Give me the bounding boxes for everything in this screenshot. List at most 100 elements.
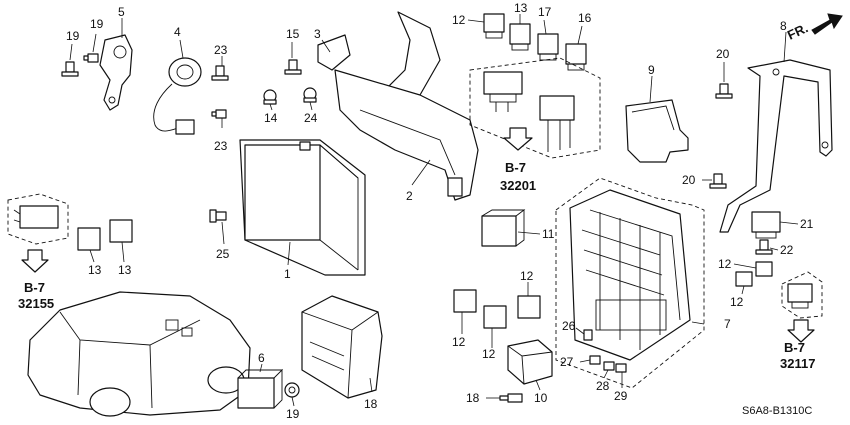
callout-3: 3: [314, 27, 321, 41]
callout-9: 9: [648, 63, 655, 77]
fuse-part-27[interactable]: [589, 355, 601, 365]
connector-group-32201[interactable]: [483, 71, 575, 152]
screw-part-19a[interactable]: [61, 61, 79, 77]
control-unit-part-10[interactable]: [507, 339, 553, 385]
callout-12: 12: [452, 335, 466, 349]
callout-28: 28: [596, 379, 610, 393]
relay-part-15[interactable]: [537, 33, 559, 61]
arrow-down-icon: [21, 249, 49, 273]
connector-group-outline-right: [781, 271, 823, 319]
relay-bracket-part-30[interactable]: [751, 211, 781, 239]
relay-part-13-left-a[interactable]: [77, 227, 101, 251]
fuse-part-26[interactable]: [583, 329, 593, 341]
svg-text:32155: 32155: [18, 296, 54, 311]
relay-part-12-top[interactable]: [483, 13, 505, 39]
relay-part-12-mid-c[interactable]: [517, 295, 541, 319]
screw-part-23a[interactable]: [211, 65, 229, 81]
screw-part-31[interactable]: [755, 239, 773, 255]
callout-15: 17: [538, 5, 552, 19]
callout-4: 4: [174, 25, 181, 39]
callout-23: 23: [214, 139, 228, 153]
callout-2: 2: [406, 189, 413, 203]
callout-12: 12: [452, 13, 466, 27]
screw-part-19b[interactable]: [83, 53, 99, 63]
ecu-part-1[interactable]: [239, 139, 366, 276]
nut-part-18[interactable]: [284, 382, 300, 398]
relay-part-14[interactable]: [565, 43, 587, 71]
svg-text:32201: 32201: [500, 178, 536, 193]
bracket-part-5[interactable]: [99, 34, 133, 111]
callout-12: 12: [520, 269, 534, 283]
callout-8: 8: [780, 19, 787, 33]
screw-part-21[interactable]: [263, 89, 277, 105]
callout-13: 13: [118, 263, 132, 277]
callout-29: 29: [614, 389, 628, 403]
callout-30: 21: [800, 217, 814, 231]
relay-part-11[interactable]: [481, 209, 526, 247]
arrow-down-icon: [503, 127, 533, 151]
callout-21: 14: [264, 111, 278, 125]
relay-part-12-mid-a[interactable]: [453, 289, 477, 313]
callout-16: 18: [364, 397, 378, 411]
callout-5: 5: [118, 5, 125, 19]
callout-12: 12: [730, 295, 744, 309]
arrow-down-icon: [787, 319, 815, 343]
connector-group-32155[interactable]: [13, 205, 59, 229]
callout-13: 13: [514, 1, 528, 15]
relay-cover-part-16[interactable]: [301, 295, 383, 399]
connector-group-outline: [469, 57, 601, 159]
callout-12: 12: [482, 347, 496, 361]
sensor-part-4[interactable]: [153, 57, 202, 135]
screw-part-24[interactable]: [303, 87, 317, 103]
bracket-part-9[interactable]: [625, 99, 689, 163]
screw-part-17[interactable]: [499, 393, 523, 403]
callout-22: 15: [286, 27, 300, 41]
callout-7: 7: [724, 317, 731, 331]
svg-text:B-7: B-7: [24, 280, 45, 295]
callout-13: 13: [88, 263, 102, 277]
callout-26: 26: [562, 319, 576, 333]
callout-25: 25: [216, 247, 230, 261]
reference-32155[interactable]: B-7 32155: [18, 280, 54, 311]
relay-part-12-right-a[interactable]: [755, 261, 773, 277]
screw-part-20a[interactable]: [715, 83, 733, 99]
callout-10: 10: [534, 391, 548, 405]
screw-part-20b[interactable]: [709, 173, 727, 189]
callout-23: 23: [214, 43, 228, 57]
callout-19: 19: [66, 29, 80, 43]
callout-17: 18: [466, 391, 480, 405]
callout-1: 1: [284, 267, 291, 281]
relay-part-12-mid-b[interactable]: [483, 305, 507, 329]
callout-20: 20: [716, 47, 730, 61]
callout-20: 20: [682, 173, 696, 187]
callout-24: 24: [304, 111, 318, 125]
callout-19: 19: [90, 17, 104, 31]
reference-32201[interactable]: B-7 32201: [500, 160, 536, 193]
reference-32117[interactable]: B-7 32117: [780, 340, 815, 371]
callout-18: 19: [286, 407, 300, 421]
svg-text:FR.: FR.: [785, 20, 810, 42]
svg-text:B-7: B-7: [784, 340, 805, 355]
relay-part-6[interactable]: [237, 368, 284, 409]
callout-6: 6: [258, 351, 265, 365]
bracket-part-8[interactable]: [719, 59, 833, 233]
screw-part-23b[interactable]: [211, 109, 227, 119]
vehicle-illustration: [27, 291, 251, 417]
relay-part-13-left-b[interactable]: [109, 219, 133, 243]
relay-part-12-right-b[interactable]: [735, 271, 753, 287]
svg-text:32117: 32117: [780, 356, 815, 371]
relay-part-13-top[interactable]: [509, 23, 531, 51]
fuse-part-28[interactable]: [603, 361, 615, 371]
callout-11: 11: [542, 227, 555, 241]
screw-part-22[interactable]: [284, 59, 302, 75]
callout-31: 22: [780, 243, 794, 257]
fuse-box-part-7[interactable]: [569, 189, 691, 361]
callout-12: 12: [718, 257, 732, 271]
screw-part-25[interactable]: [209, 209, 227, 223]
bracket-part-3[interactable]: [317, 11, 441, 106]
fuse-box-outline: [555, 177, 705, 389]
bracket-part-2[interactable]: [334, 69, 479, 201]
connector-group-32117[interactable]: [787, 283, 813, 309]
fuse-part-29[interactable]: [615, 363, 627, 373]
